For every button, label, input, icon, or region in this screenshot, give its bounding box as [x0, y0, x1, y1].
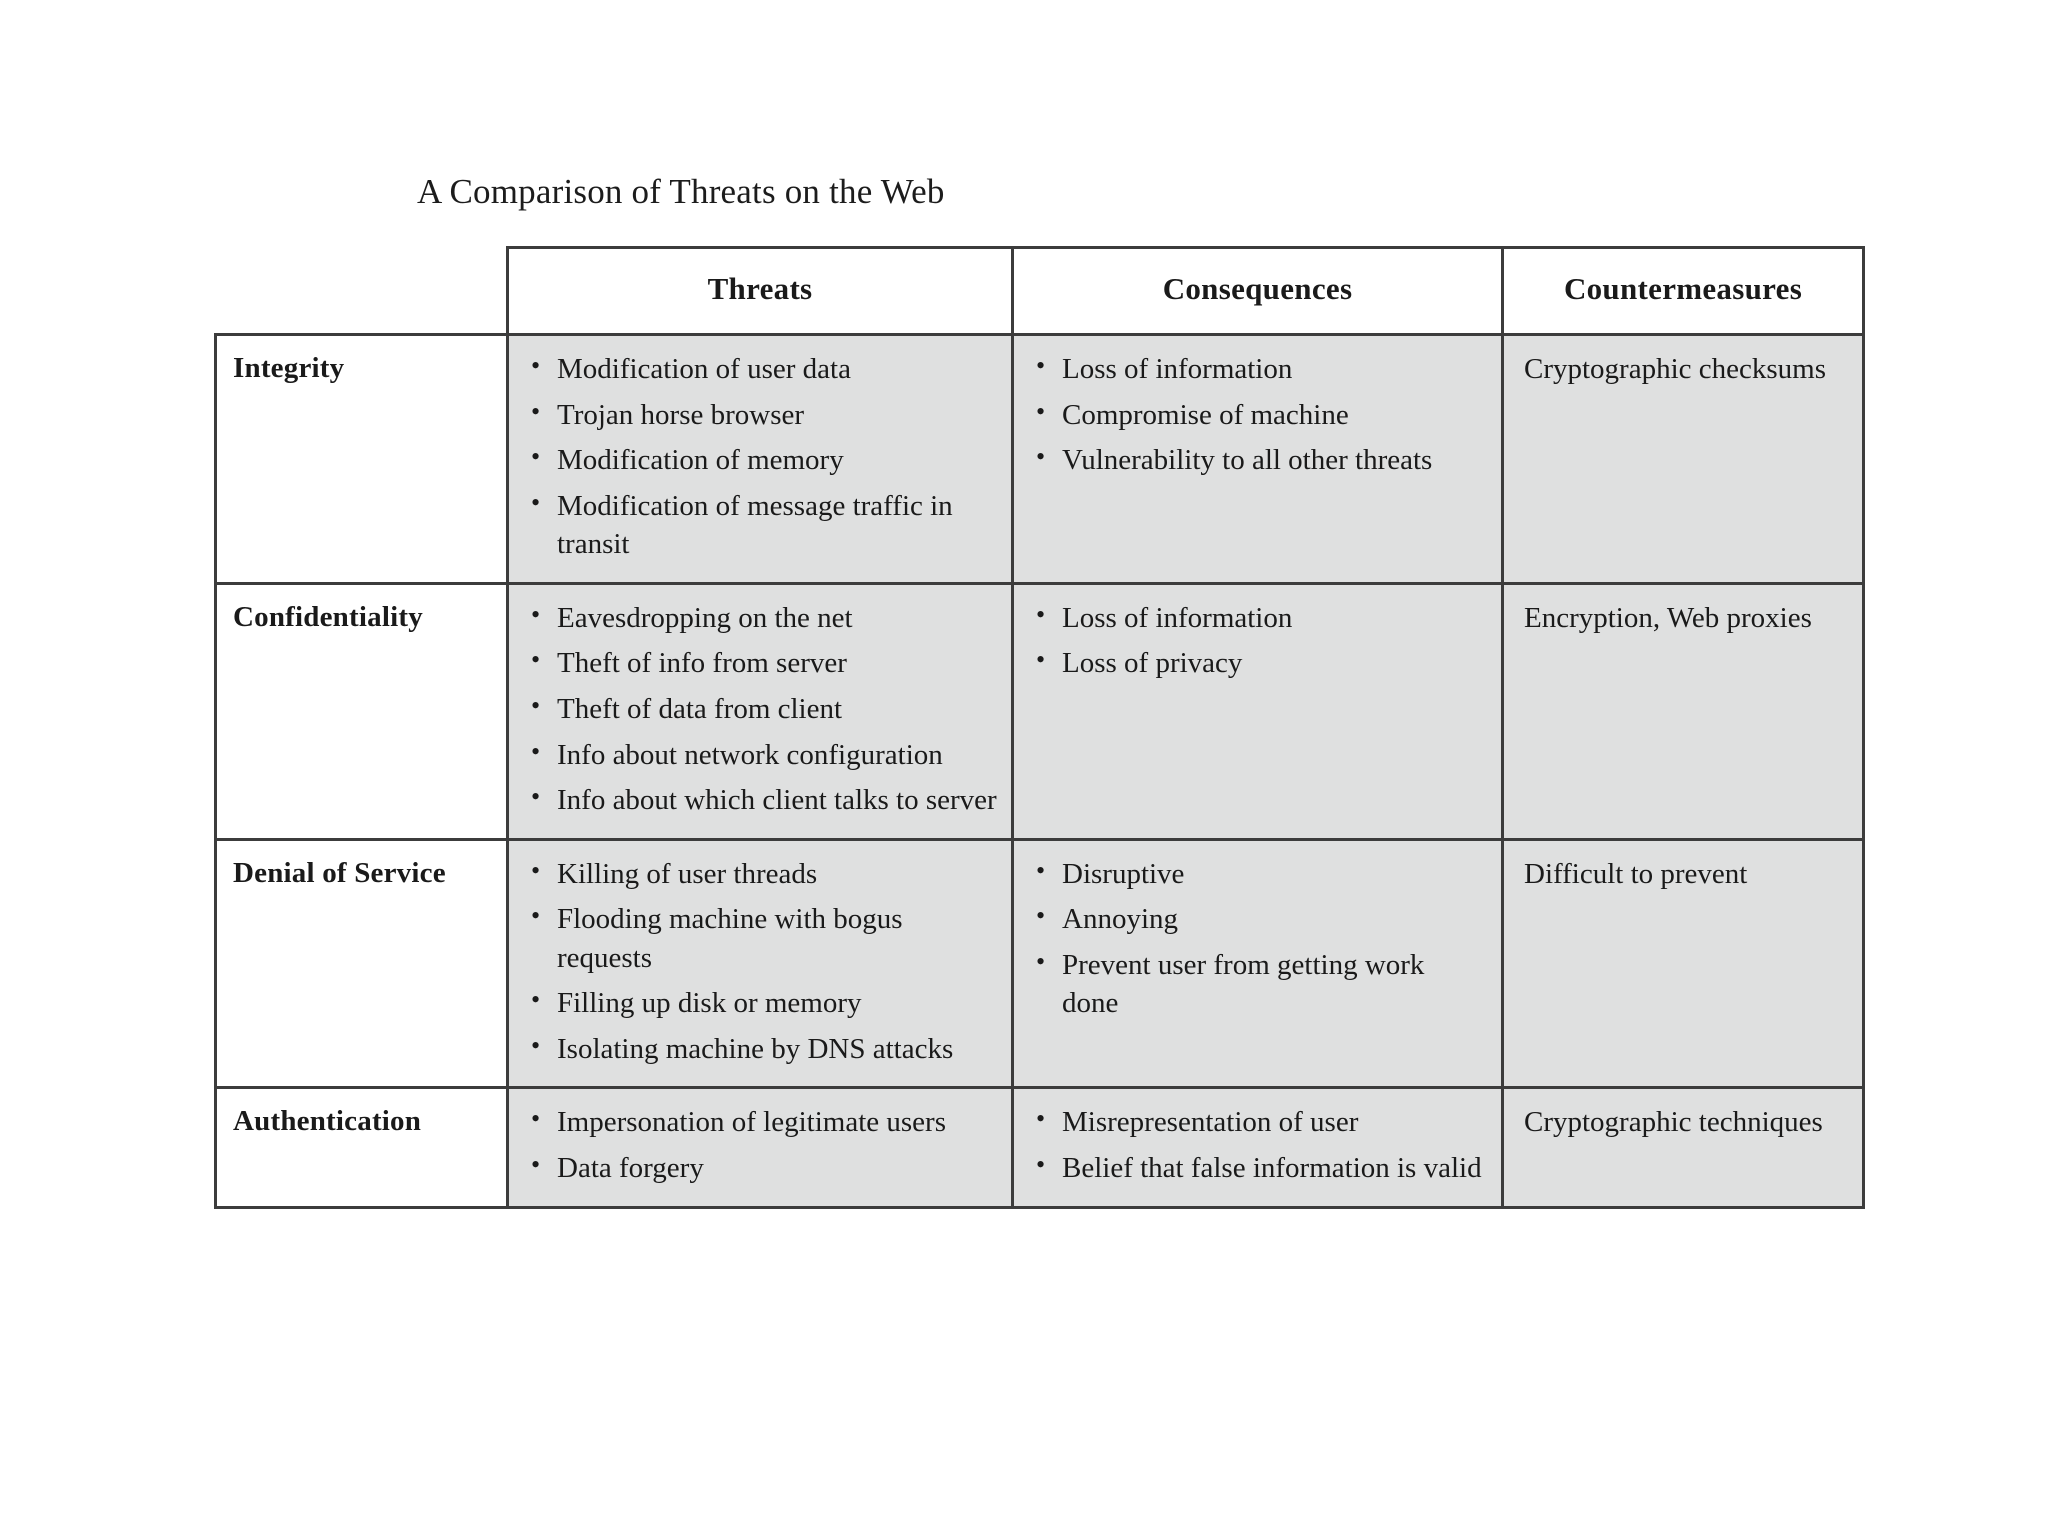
- threats-cell: Impersonation of legitimate usersData fo…: [506, 1086, 1014, 1209]
- list-item: Prevent user from getting work done: [1034, 945, 1487, 1023]
- list-item: Compromise of machine: [1034, 395, 1487, 435]
- list-item: Misrepresentation of user: [1034, 1102, 1487, 1142]
- consequences-cell-list: DisruptiveAnnoyingPrevent user from gett…: [1028, 854, 1487, 1023]
- list-item: Trojan horse browser: [529, 395, 997, 435]
- threats-cell: Eavesdropping on the netTheft of info fr…: [506, 581, 1014, 841]
- list-item: Disruptive: [1034, 854, 1487, 894]
- countermeasures-cell: Encryption, Web proxies: [1501, 581, 1865, 841]
- countermeasures-cell: Cryptographic techniques: [1501, 1086, 1865, 1209]
- consequences-cell: Loss of informationCompromise of machine…: [1011, 333, 1504, 585]
- list-item: Modification of user data: [529, 349, 997, 389]
- table-row: AuthenticationImpersonation of legitimat…: [214, 1086, 1865, 1209]
- consequences-cell-list: Loss of informationCompromise of machine…: [1028, 349, 1487, 480]
- column-header-threats: Threats: [506, 246, 1014, 336]
- list-item: Modification of memory: [529, 440, 997, 480]
- list-item: Loss of information: [1034, 349, 1487, 389]
- list-item: Vulnerability to all other threats: [1034, 440, 1487, 480]
- column-header-consequences: Consequences: [1011, 246, 1504, 336]
- list-item: Eavesdropping on the net: [529, 598, 997, 638]
- list-item: Modification of message traffic in trans…: [529, 486, 997, 564]
- list-item: Theft of info from server: [529, 643, 997, 683]
- row-label-confidentiality: Confidentiality: [214, 581, 509, 841]
- header-corner-spacer: [216, 248, 508, 335]
- row-label-denial-of-service: Denial of Service: [214, 837, 509, 1090]
- countermeasures-cell: Difficult to prevent: [1501, 837, 1865, 1090]
- list-item: Annoying: [1034, 899, 1487, 939]
- list-item: Info about which client talks to server: [529, 780, 997, 820]
- row-label-authentication: Authentication: [214, 1086, 509, 1209]
- consequences-cell: DisruptiveAnnoyingPrevent user from gett…: [1011, 837, 1504, 1090]
- list-item: Isolating machine by DNS attacks: [529, 1029, 997, 1069]
- list-item: Killing of user threads: [529, 854, 997, 894]
- consequences-cell: Loss of informationLoss of privacy: [1011, 581, 1504, 841]
- list-item: Belief that false information is valid: [1034, 1148, 1487, 1188]
- list-item: Filling up disk or memory: [529, 983, 997, 1023]
- list-item: Info about network configuration: [529, 735, 997, 775]
- list-item: Impersonation of legitimate users: [529, 1102, 997, 1142]
- consequences-cell-list: Misrepresentation of userBelief that fal…: [1028, 1102, 1487, 1188]
- threats-cell-list: Impersonation of legitimate usersData fo…: [523, 1102, 997, 1188]
- list-item: Loss of privacy: [1034, 643, 1487, 683]
- threats-cell-list: Eavesdropping on the netTheft of info fr…: [523, 598, 997, 820]
- threats-table-container: Threats Consequences Countermeasures Int…: [214, 246, 1865, 1396]
- list-item: Data forgery: [529, 1148, 997, 1188]
- consequences-cell: Misrepresentation of userBelief that fal…: [1011, 1086, 1504, 1209]
- threats-cell: Modification of user dataTrojan horse br…: [506, 333, 1014, 585]
- table-header-row: Threats Consequences Countermeasures: [216, 246, 1865, 336]
- countermeasures-cell: Cryptographic checksums: [1501, 333, 1865, 585]
- threats-comparison-table: Threats Consequences Countermeasures Int…: [214, 246, 1865, 1209]
- consequences-cell-list: Loss of informationLoss of privacy: [1028, 598, 1487, 683]
- threats-cell-list: Modification of user dataTrojan horse br…: [523, 349, 997, 564]
- column-header-countermeasures: Countermeasures: [1501, 246, 1865, 336]
- table-body: IntegrityModification of user dataTrojan…: [214, 333, 1865, 1209]
- list-item: Theft of data from client: [529, 689, 997, 729]
- table-row: Denial of ServiceKilling of user threads…: [214, 837, 1865, 1090]
- list-item: Loss of information: [1034, 598, 1487, 638]
- list-item: Flooding machine with bogus requests: [529, 899, 997, 977]
- threats-cell: Killing of user threadsFlooding machine …: [506, 837, 1014, 1090]
- row-label-integrity: Integrity: [214, 333, 509, 585]
- table-row: IntegrityModification of user dataTrojan…: [214, 333, 1865, 585]
- threats-cell-list: Killing of user threadsFlooding machine …: [523, 854, 997, 1069]
- page-title: A Comparison of Threats on the Web: [417, 172, 945, 211]
- table-row: ConfidentialityEavesdropping on the netT…: [214, 581, 1865, 841]
